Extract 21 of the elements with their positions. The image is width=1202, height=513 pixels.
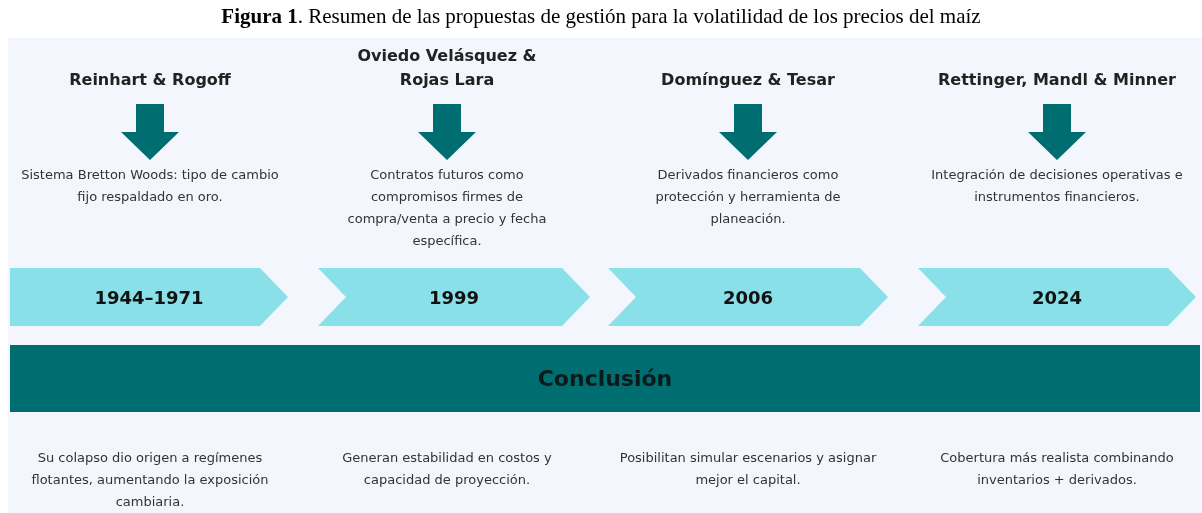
description-text: Contratos futuros como compromisos firmes de compra/venta a precio y fecha específica.: [332, 164, 562, 252]
year-banner: 1944–1971: [10, 268, 288, 326]
block-arrow: [1028, 104, 1086, 160]
author-heading: Domínguez & Tesar: [608, 68, 888, 92]
description-text: Sistema Bretton Woods: tipo de cambio fijo respaldado en oro.: [20, 164, 280, 208]
conclusion-text: Cobertura más realista combinando inventarios + derivados.: [917, 447, 1197, 491]
figure-title: Figura 1. Resumen de las propuestas de gestión para la volatilidad de los precios del maíz: [220, 4, 982, 29]
year-banner: 1999: [318, 268, 590, 326]
conclusion-band: Conclusión: [10, 345, 1200, 412]
block-arrow: [719, 104, 777, 160]
author-heading: Rettinger, Mandl & Minner: [917, 68, 1197, 92]
description-text: Derivados financieros como protección y herramienta de planeación.: [628, 164, 868, 230]
author-heading: Reinhart & Rogoff: [10, 68, 290, 92]
block-arrow: [418, 104, 476, 160]
conclusion-text: Generan estabilidad en costos y capacidad de proyección.: [317, 447, 577, 491]
description-text: Integración de decisiones operativas e instrumentos financieros.: [912, 164, 1202, 208]
conclusion-text: Su colapso dio origen a regímenes flotantes, aumentando la exposición cambiaria.: [15, 447, 285, 513]
year-banner: 2024: [918, 268, 1196, 326]
conclusion-text: Posibilitan simular escenarios y asignar mejor el capital.: [618, 447, 878, 491]
block-arrow: [121, 104, 179, 160]
author-heading: Oviedo Velásquez & Rojas Lara: [337, 44, 557, 92]
